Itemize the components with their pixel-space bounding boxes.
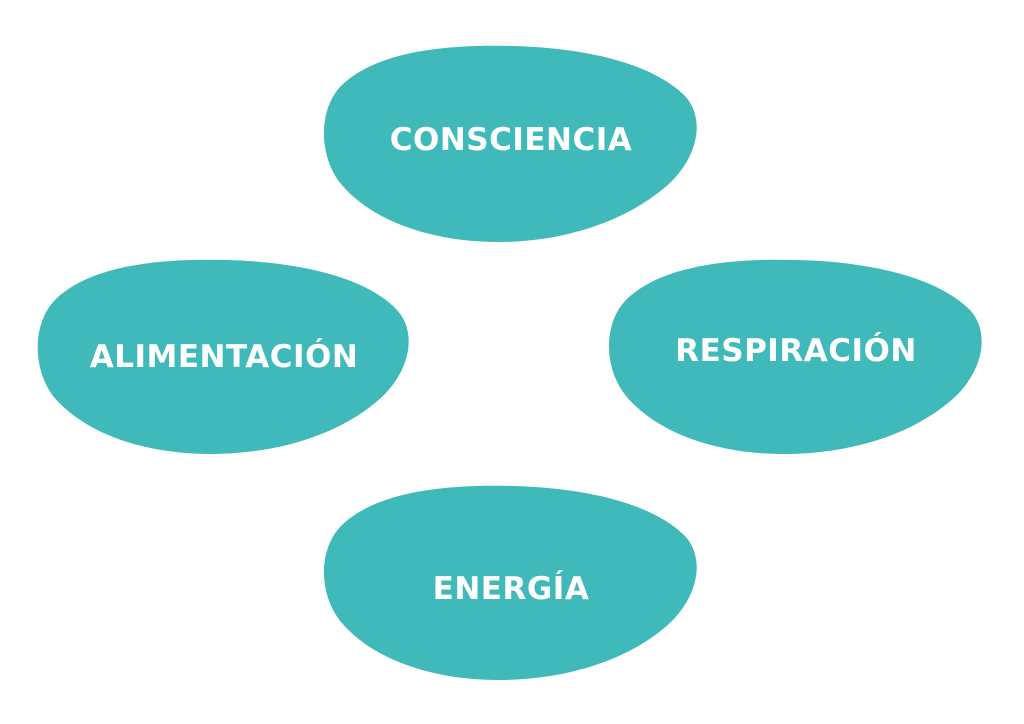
blob-shape — [37, 259, 409, 454]
node-label: ALIMENTACIÓN — [89, 339, 359, 375]
node-energia: ENERGÍA — [323, 484, 699, 682]
node-respiracion: RESPIRACIÓN — [608, 258, 984, 456]
node-alimentacion: ALIMENTACIÓN — [37, 258, 411, 456]
blob-shape — [323, 45, 697, 242]
node-label: ENERGÍA — [432, 571, 590, 607]
node-label: CONSCIENCIA — [389, 122, 633, 158]
blob-shape — [608, 259, 982, 454]
node-label: RESPIRACIÓN — [675, 333, 917, 369]
node-consciencia: CONSCIENCIA — [323, 44, 699, 244]
blob-shape — [323, 485, 697, 680]
